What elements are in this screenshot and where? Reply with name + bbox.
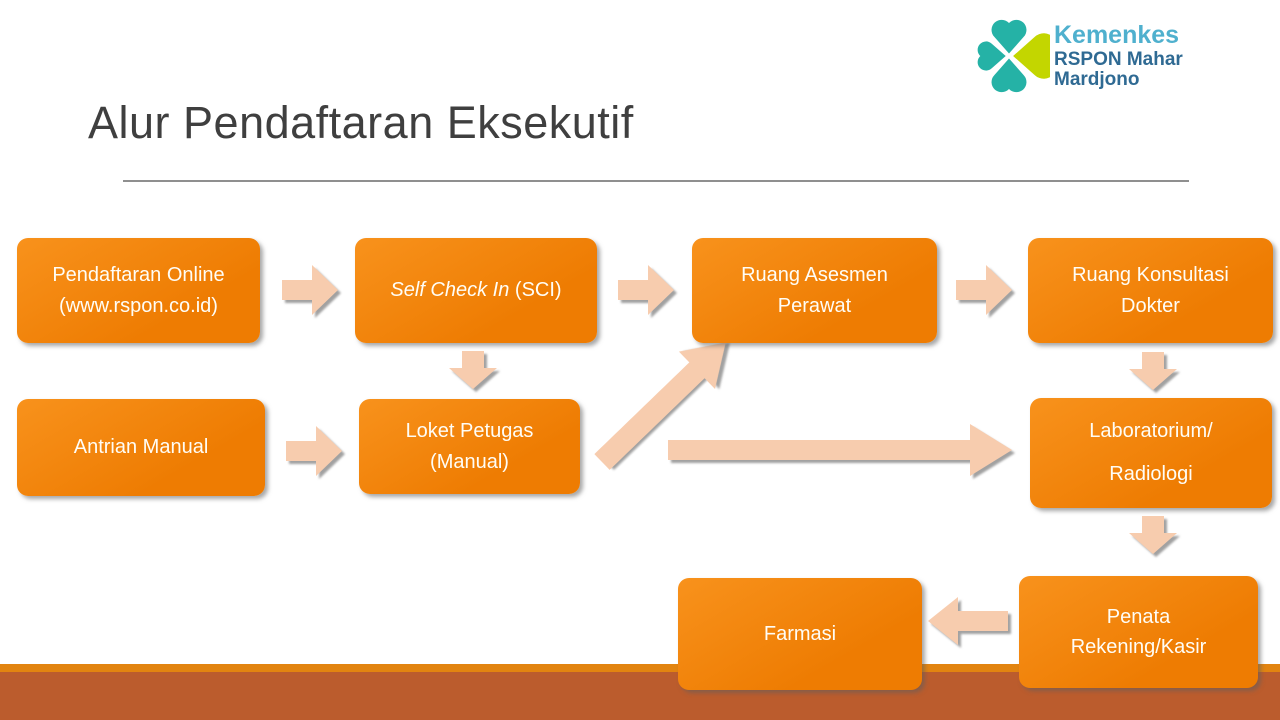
arrow-loket-petugas-to-laboratorium bbox=[668, 424, 1012, 476]
node-pendaftaran-online: Pendaftaran Online (www.rspon.co.id) bbox=[17, 238, 260, 343]
node-farmasi: Farmasi bbox=[678, 578, 922, 690]
arrow-penata-rekening-to-farmasi bbox=[928, 596, 1008, 646]
page-title: Alur Pendaftaran Eksekutif bbox=[88, 97, 634, 148]
kemenkes-flower-icon bbox=[968, 15, 1057, 97]
footer-accent-stripe bbox=[0, 664, 1280, 672]
node-loket-petugas: Loket Petugas (Manual) bbox=[359, 399, 580, 494]
node-label: Antrian Manual bbox=[73, 436, 209, 458]
node-self-check-in: Self Check In (SCI) bbox=[355, 238, 597, 343]
node-penata-rekening-kasir: Penata Rekening/Kasir bbox=[1019, 576, 1258, 688]
node-label-italic: Self Check In bbox=[390, 279, 510, 301]
arrow-ruang-asesmen-to-ruang-konsultasi bbox=[956, 263, 1012, 317]
node-label: Laboratorium/ Radiologi bbox=[1089, 420, 1213, 485]
node-antrian-manual: Antrian Manual bbox=[17, 399, 265, 496]
kemenkes-rspon-logo: Kemenkes RSPON Mahar Mardjono bbox=[968, 16, 1268, 96]
arrow-ruang-konsultasi-to-laboratorium bbox=[1128, 352, 1178, 390]
logo-text: Kemenkes RSPON Mahar Mardjono bbox=[1054, 22, 1268, 90]
node-label: Ruang Asesmen Perawat bbox=[741, 263, 888, 317]
logo-subbrand: RSPON Mahar Mardjono bbox=[1054, 49, 1183, 91]
arrow-self-check-in-to-ruang-asesmen bbox=[618, 263, 674, 317]
node-label: Pendaftaran Online (www.rspon.co.id) bbox=[52, 263, 225, 317]
arrow-self-check-in-to-loket-petugas bbox=[448, 351, 498, 389]
node-label-rest: (SCI) bbox=[509, 279, 562, 301]
node-laboratorium-radiologi: Laboratorium/ Radiologi bbox=[1030, 398, 1272, 508]
node-label: Penata Rekening/Kasir bbox=[1070, 606, 1207, 658]
logo-brand: Kemenkes bbox=[1054, 20, 1180, 49]
node-label: Self Check In (SCI) bbox=[390, 275, 561, 306]
arrow-loket-petugas-to-ruang-asesmen bbox=[583, 322, 746, 482]
node-label: Ruang Konsultasi Dokter bbox=[1072, 263, 1229, 317]
title-divider bbox=[123, 180, 1189, 182]
node-ruang-asesmen: Ruang Asesmen Perawat bbox=[692, 238, 937, 343]
node-label: Loket Petugas (Manual) bbox=[405, 419, 534, 473]
arrow-laboratorium-to-penata-rekening bbox=[1128, 516, 1178, 554]
node-label: Farmasi bbox=[763, 622, 837, 645]
arrow-pendaftaran-online-to-self-check-in bbox=[282, 263, 338, 317]
node-ruang-konsultasi: Ruang Konsultasi Dokter bbox=[1028, 238, 1273, 343]
arrow-antrian-manual-to-loket-petugas bbox=[286, 424, 342, 478]
